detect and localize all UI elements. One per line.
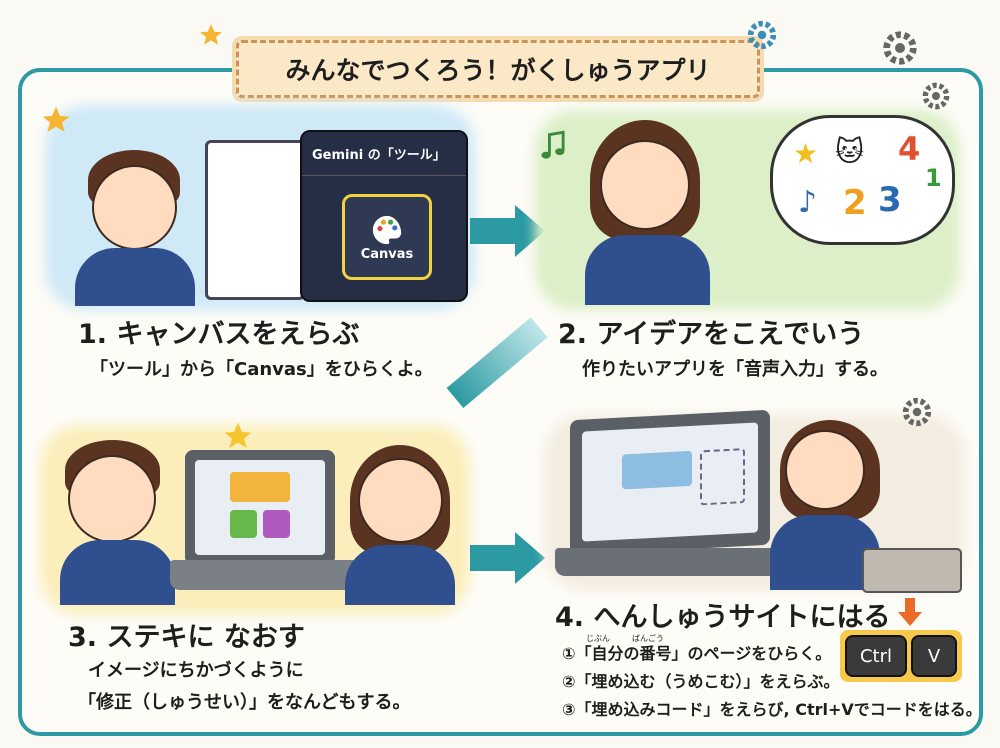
step-4-text-line-2: ②「埋め込む（うめこむ）」をえらぶ。 xyxy=(562,672,840,691)
laptop xyxy=(185,450,335,565)
ctrl-key: Ctrl xyxy=(845,635,907,677)
girl-body xyxy=(770,515,880,590)
browser-window xyxy=(205,140,305,300)
star-icon xyxy=(42,106,70,132)
down-arrow-icon xyxy=(905,598,915,614)
app-block xyxy=(263,510,290,538)
number-2: 2 xyxy=(843,183,867,223)
palette-icon xyxy=(372,215,402,244)
canvas-label: Canvas xyxy=(360,246,414,262)
girl-face xyxy=(785,430,865,510)
step-3-text-line-2: 「修正（しゅうせい）」をなんどもする。 xyxy=(78,692,411,713)
arrow-right xyxy=(470,218,520,244)
gear-icon xyxy=(902,397,932,427)
number-1: 1 xyxy=(925,164,942,192)
down-arrow-head xyxy=(898,612,922,626)
step-4-text-line-3: ③「埋め込みコード」をえらび, Ctrl+Vでコードをはる。 xyxy=(562,700,982,719)
step-2-text: 作りたいアプリを「音声入力」する。 xyxy=(582,359,888,380)
laptop-keyboard xyxy=(555,548,795,576)
girl-body xyxy=(585,235,710,305)
gear-icon xyxy=(747,20,777,50)
number-4: 4 xyxy=(898,130,921,168)
v-key: V xyxy=(911,635,957,677)
laptop xyxy=(570,409,770,556)
boy-body xyxy=(60,540,175,605)
boy-face xyxy=(68,455,156,543)
star-icon xyxy=(200,24,222,45)
cat-icon: 🐱 xyxy=(835,135,865,168)
canvas-tool-button[interactable]: Canvas xyxy=(342,194,432,280)
step-1-heading: 1. キャンバスをえらぶ xyxy=(78,319,360,350)
girl-body xyxy=(345,545,455,605)
page-title: みんなでつくろう！がくしゅうアプリ xyxy=(285,56,711,85)
embed-target xyxy=(700,448,745,506)
step-1-text: 「ツール」から「Canvas」をひらくよ。 xyxy=(90,359,433,380)
boy-body xyxy=(75,248,195,306)
music-note-icon: ♪ xyxy=(798,185,818,220)
step-3-text-line-1: イメージにちかづくように xyxy=(88,660,304,681)
step-4-text-line-1: ①「自分の番号」のページをひらく。 xyxy=(562,644,832,663)
step-4-heading: 4. へんしゅうサイトにはる xyxy=(555,602,891,633)
app-block xyxy=(230,472,290,502)
music-note-icon xyxy=(541,130,565,159)
laptop-screen xyxy=(195,460,325,555)
girl-face xyxy=(600,140,690,230)
ruby-bangou: ばんごう xyxy=(632,634,664,643)
app-embed-block xyxy=(622,450,692,490)
keyboard-icon xyxy=(862,548,962,593)
arrow-head xyxy=(515,532,545,584)
gemini-tools-popup: Gemini の「ツール」 Canvas xyxy=(300,130,468,302)
boy-face xyxy=(92,165,177,250)
ruby-jibun: じぶん xyxy=(586,634,610,643)
shortcut-keys: Ctrl V xyxy=(840,630,962,682)
laptop-keyboard xyxy=(170,560,360,590)
magic-wand-star-icon xyxy=(224,422,252,448)
laptop-screen xyxy=(582,422,758,542)
popup-title: Gemini の「ツール」 xyxy=(302,132,466,176)
speech-bubble: ★ 🐱 4 1 ♪ 2 3 xyxy=(770,115,955,245)
gear-icon xyxy=(883,31,917,65)
step-2-heading: 2. アイデアをこえでいう xyxy=(558,319,865,350)
girl-face xyxy=(358,458,443,543)
step-3-heading: 3. ステキに なおす xyxy=(68,622,305,653)
arrow-right xyxy=(470,545,520,571)
star-icon: ★ xyxy=(793,137,819,170)
app-block xyxy=(230,510,257,538)
number-3: 3 xyxy=(878,180,902,220)
gear-icon xyxy=(922,82,950,110)
title-banner: みんなでつくろう！がくしゅうアプリ xyxy=(236,40,760,98)
